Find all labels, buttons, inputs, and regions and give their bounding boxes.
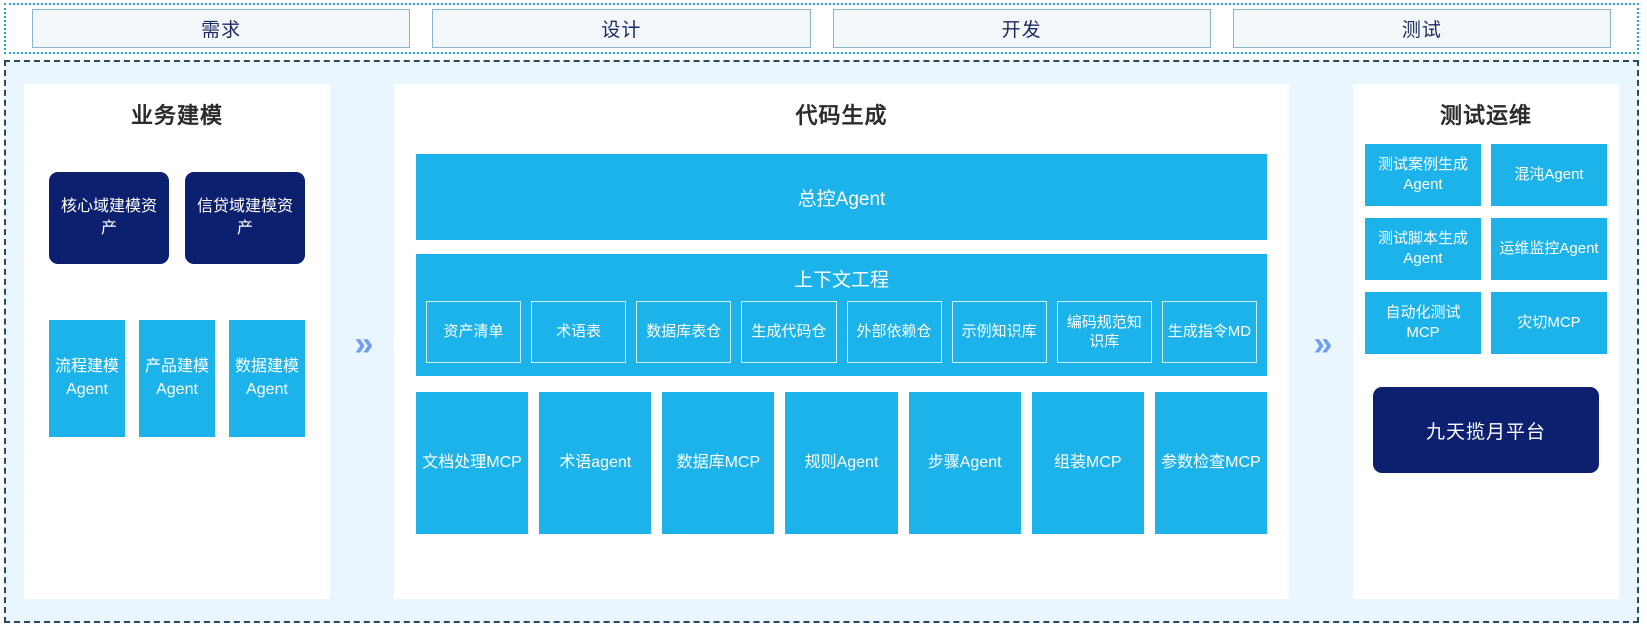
asset-card-label: 核心域建模资产	[60, 198, 157, 237]
platform-card-label: 九天揽月平台	[1425, 421, 1546, 443]
flow-arrow-right-gap: »	[1289, 84, 1353, 599]
context-item-example-knowledge-base[interactable]: 示例知识库	[951, 301, 1047, 363]
test-card-disaster-switch-mcp[interactable]: 灾切MCP	[1491, 292, 1607, 354]
context-item-label: 生成代码仓	[751, 323, 827, 341]
stage-box-design[interactable]: 设计	[432, 9, 811, 48]
tool-card-label: 文档处理MCP	[422, 454, 522, 472]
stage-label: 测试	[1401, 20, 1442, 41]
context-item-label: 示例知识库	[961, 323, 1037, 341]
tool-card-step-agent[interactable]: 步骤Agent	[908, 392, 1021, 534]
context-item-label: 术语表	[556, 323, 602, 341]
context-item-label: 资产清单	[443, 323, 504, 341]
context-item-label: 编码规范知识库	[1066, 313, 1142, 351]
tool-card-label: 规则Agent	[804, 454, 879, 472]
lifecycle-stage-strip: 需求 设计 开发 测试	[4, 3, 1639, 54]
context-item-label: 生成指令MD	[1167, 323, 1252, 341]
context-items-row: 资产清单 术语表 数据库表仓 生成代码仓 外部依赖仓 示例知	[426, 301, 1257, 363]
stage-label: 设计	[601, 20, 642, 41]
context-item-glossary[interactable]: 术语表	[531, 301, 627, 363]
context-item-generated-code-repo[interactable]: 生成代码仓	[741, 301, 837, 363]
panel-title-code-generation: 代码生成	[795, 103, 888, 128]
context-item-asset-inventory[interactable]: 资产清单	[426, 301, 522, 363]
test-card-label: 灾切MCP	[1517, 314, 1581, 332]
architecture-region: 业务建模 核心域建模资产 信贷域建模资产 流程建模Agent 产品建模Agent…	[4, 60, 1639, 623]
stage-label: 需求	[201, 20, 242, 41]
test-card-ops-monitoring-agent[interactable]: 运维监控Agent	[1491, 218, 1607, 280]
asset-card-credit-domain[interactable]: 信贷域建模资产	[185, 172, 305, 264]
panel-title-business-modeling: 业务建模	[130, 103, 223, 128]
test-card-label: 测试案例生成Agent	[1377, 156, 1468, 193]
agent-card-label: 产品建模Agent	[144, 358, 209, 398]
context-item-database-table-repo[interactable]: 数据库表仓	[636, 301, 732, 363]
tool-card-label: 组装MCP	[1053, 454, 1122, 472]
stage-box-development[interactable]: 开发	[832, 9, 1211, 48]
test-ops-card-grid: 测试案例生成Agent 混沌Agent 测试脚本生成Agent 运维监控Agen…	[1365, 144, 1607, 354]
test-card-chaos-agent[interactable]: 混沌Agent	[1491, 144, 1607, 206]
context-item-label: 外部依赖仓	[856, 323, 932, 341]
agent-card-label: 数据建模Agent	[234, 358, 299, 398]
test-card-test-case-generation-agent[interactable]: 测试案例生成Agent	[1365, 144, 1481, 206]
context-engineering-block: 上下文工程 资产清单 术语表 数据库表仓 生成代码仓 外部依赖仓	[416, 254, 1267, 376]
context-item-coding-standard-knowledge-base[interactable]: 编码规范知识库	[1056, 301, 1152, 363]
tool-card-document-processing-mcp[interactable]: 文档处理MCP	[416, 392, 529, 534]
business-agents-row: 流程建模Agent 产品建模Agent 数据建模Agent	[36, 320, 318, 437]
stage-box-testing[interactable]: 测试	[1232, 9, 1611, 48]
stage-box-requirements[interactable]: 需求	[32, 9, 411, 48]
test-card-automated-testing-mcp[interactable]: 自动化测试MCP	[1365, 292, 1481, 354]
context-item-external-dependency-repo[interactable]: 外部依赖仓	[846, 301, 942, 363]
double-chevron-right-icon: »	[354, 324, 374, 363]
panel-code-generation: 代码生成 总控Agent 上下文工程 资产清单 术语表 数据库表仓	[394, 84, 1289, 599]
tool-card-label: 参数检查MCP	[1161, 454, 1261, 472]
test-card-label: 混沌Agent	[1514, 166, 1584, 184]
tool-cards-row: 文档处理MCP 术语agent 数据库MCP 规则Agent 步骤Agent 组…	[416, 392, 1267, 534]
tool-card-parameter-check-mcp[interactable]: 参数检查MCP	[1154, 392, 1267, 534]
test-card-label: 运维监控Agent	[1499, 240, 1599, 258]
double-chevron-right-icon: »	[1313, 324, 1333, 363]
agent-card-product-modeling[interactable]: 产品建模Agent	[139, 320, 215, 437]
test-card-test-script-generation-agent[interactable]: 测试脚本生成Agent	[1365, 218, 1481, 280]
panel-title-test-ops: 测试运维	[1439, 103, 1532, 128]
master-control-agent-bar[interactable]: 总控Agent	[416, 154, 1267, 240]
tool-card-glossary-agent[interactable]: 术语agent	[539, 392, 652, 534]
context-item-generation-instruction-md[interactable]: 生成指令MD	[1161, 301, 1257, 363]
context-item-label: 数据库表仓	[646, 323, 722, 341]
stage-label: 开发	[1001, 20, 1042, 41]
agent-card-label: 流程建模Agent	[54, 358, 119, 398]
panel-business-modeling: 业务建模 核心域建模资产 信贷域建模资产 流程建模Agent 产品建模Agent…	[24, 84, 330, 599]
tool-card-label: 数据库MCP	[676, 454, 761, 472]
test-card-label: 自动化测试MCP	[1385, 304, 1461, 341]
flow-arrow-left-gap: »	[330, 84, 394, 599]
tool-card-label: 步骤Agent	[927, 454, 1002, 472]
context-engineering-title: 上下文工程	[793, 270, 889, 291]
business-assets-row: 核心域建模资产 信贷域建模资产	[36, 172, 318, 264]
platform-card-jiutian-lanyue[interactable]: 九天揽月平台	[1373, 387, 1599, 473]
tool-card-database-mcp[interactable]: 数据库MCP	[662, 392, 775, 534]
agent-card-data-modeling[interactable]: 数据建模Agent	[229, 320, 305, 437]
panel-test-ops: 测试运维 测试案例生成Agent 混沌Agent 测试脚本生成Agent 运维监…	[1353, 84, 1619, 599]
tool-card-assembly-mcp[interactable]: 组装MCP	[1031, 392, 1144, 534]
test-card-label: 测试脚本生成Agent	[1377, 230, 1468, 267]
asset-card-label: 信贷域建模资产	[196, 198, 293, 237]
tool-card-rule-agent[interactable]: 规则Agent	[785, 392, 898, 534]
tool-card-label: 术语agent	[559, 454, 632, 472]
asset-card-core-domain[interactable]: 核心域建模资产	[49, 172, 169, 264]
master-control-agent-label: 总控Agent	[797, 188, 886, 210]
agent-card-process-modeling[interactable]: 流程建模Agent	[49, 320, 125, 437]
